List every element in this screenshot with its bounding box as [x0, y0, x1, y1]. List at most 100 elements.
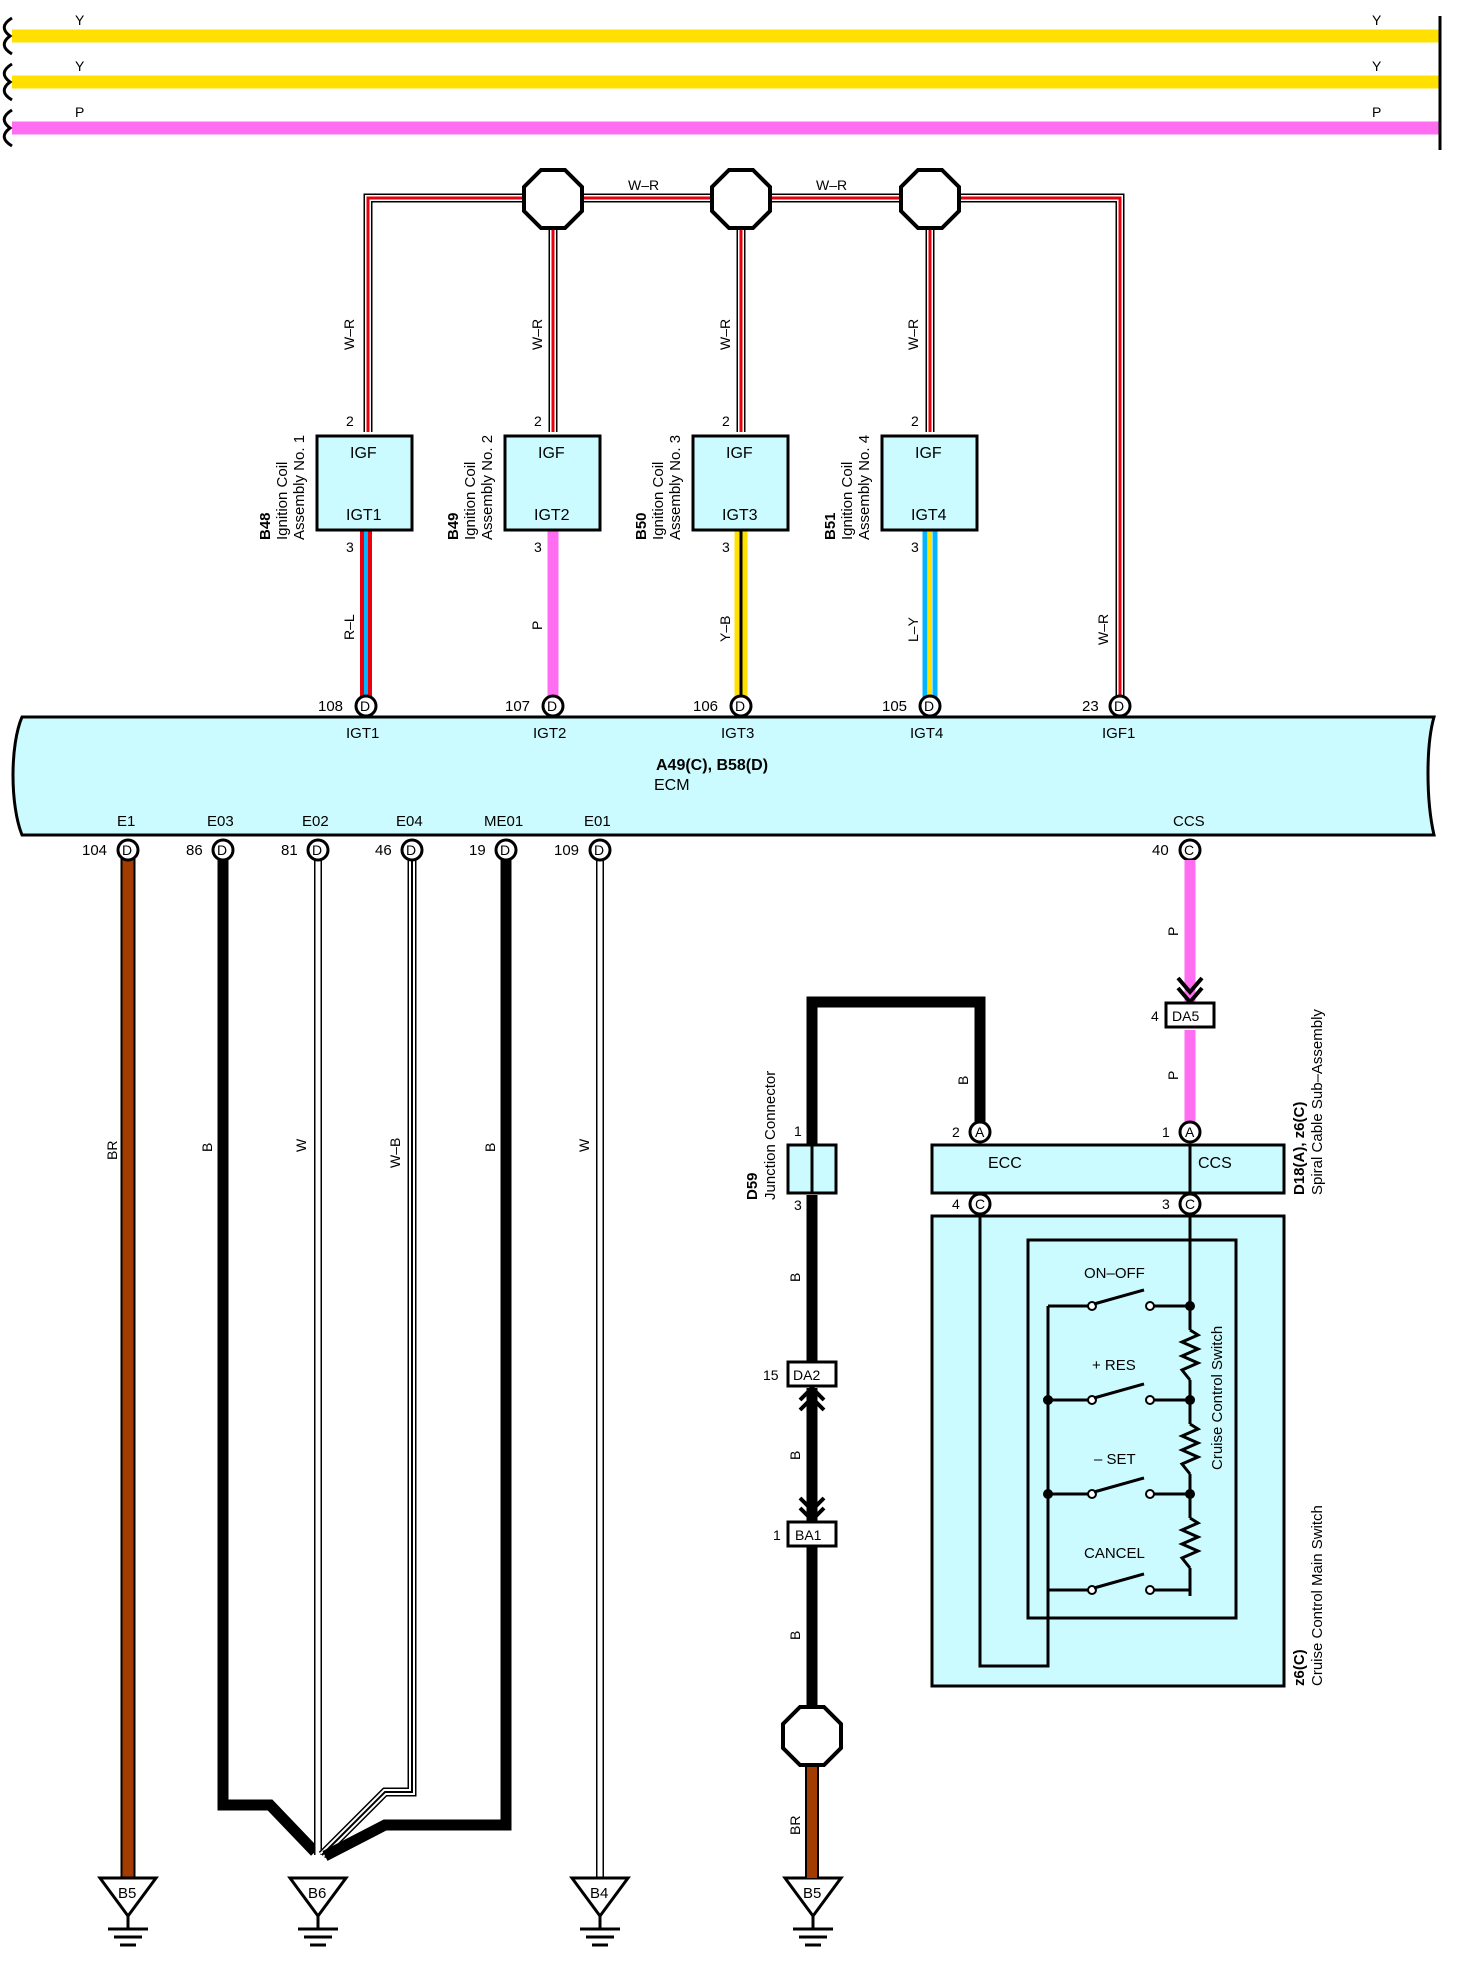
- ecm-pin-igf1: D 23 IGF1: [1082, 694, 1135, 742]
- pin-number: 2: [534, 413, 542, 429]
- ground-b5-right: B5: [782, 1876, 844, 1947]
- pin-label: IGT1: [346, 725, 379, 742]
- coil-terminal-label: IGF: [350, 445, 377, 462]
- connector-letter: C: [1184, 842, 1194, 858]
- wire-color-label: P: [529, 621, 545, 630]
- wire-color-label: W–R: [816, 177, 847, 193]
- connector-da5: [1164, 1001, 1216, 1029]
- junction-code: D59: [744, 1172, 761, 1200]
- pin-number: 4: [952, 1196, 960, 1212]
- pin-number: 1: [773, 1527, 781, 1543]
- ground-wires: BR B W W–B B W: [104, 858, 604, 1890]
- pin-label: IGT3: [721, 725, 754, 742]
- ecm-pin-igt1: D 108 IGT1: [318, 694, 379, 742]
- switch-on-off: ON–OFF: [1048, 1265, 1190, 1311]
- wire-color-label: W–B: [387, 1138, 403, 1168]
- wire-color-label: L–Y: [905, 616, 921, 642]
- pin-number: 40: [1152, 842, 1169, 859]
- connector-label: DA2: [793, 1367, 820, 1383]
- coil-terminal-label: IGT3: [722, 507, 758, 524]
- connector-label: DA5: [1172, 1008, 1199, 1024]
- pin-number: 4: [1151, 1008, 1159, 1024]
- coil-name: Ignition Coil: [462, 462, 479, 540]
- connector-letter: D: [406, 842, 416, 858]
- pin-label: E01: [584, 813, 611, 830]
- connector-letter: D: [735, 698, 745, 714]
- cruise-name: Cruise Control Main Switch: [1309, 1505, 1326, 1686]
- connector-letter: D: [122, 842, 132, 858]
- connector-letter: D: [312, 842, 322, 858]
- ground-label: B5: [803, 1885, 821, 1902]
- spiral-terminal-label: CCS: [1198, 1155, 1232, 1172]
- connector-ba1: [786, 1520, 838, 1548]
- spiral-cable: ECC CCS A 2 A 1 C 4 C 3 D18(A), z6(C) Sp…: [930, 1009, 1326, 1216]
- pin-number: 3: [1162, 1196, 1170, 1212]
- pin-number: 2: [346, 413, 354, 429]
- wire-color-label: W: [576, 1138, 592, 1152]
- pin-number: 2: [722, 413, 730, 429]
- coil-name: Ignition Coil: [274, 462, 291, 540]
- pin-number: 1: [1162, 1124, 1170, 1140]
- switch-label: – SET: [1094, 1451, 1136, 1468]
- switch-cancel: CANCEL: [1048, 1545, 1190, 1595]
- connector-letter: A: [975, 1124, 985, 1140]
- pin-number: 81: [281, 842, 298, 859]
- ground-b4: B4: [569, 1876, 631, 1947]
- ecm-name: ECM: [654, 777, 690, 794]
- coil-name: Assembly No. 1: [291, 435, 308, 540]
- connector-letter: D: [594, 842, 604, 858]
- connector-letter: D: [547, 698, 557, 714]
- coil-name: Assembly No. 4: [856, 435, 873, 540]
- pin-number: 104: [82, 842, 107, 859]
- pin-number: 3: [346, 539, 354, 555]
- ecm-pin-e02: D 81 E02: [281, 813, 330, 862]
- pin-label: E03: [207, 813, 234, 830]
- wire-color-label: W–R: [905, 319, 921, 350]
- ecm-pin-igt4: D 105 IGT4: [882, 694, 943, 742]
- igt-wires: R–L P Y–B L–Y: [341, 530, 938, 706]
- wire-color-label: P: [1165, 927, 1181, 936]
- wire-color-label: BR: [104, 1141, 120, 1160]
- pin-number: 105: [882, 698, 907, 715]
- spiral-name: Spiral Cable Sub–Assembly: [1309, 1009, 1326, 1195]
- coil-terminal-label: IGT1: [346, 507, 382, 524]
- connector-label: BA1: [795, 1527, 822, 1543]
- ecm-pin-me01: D 19 ME01: [469, 813, 523, 862]
- coil-code: B50: [633, 512, 650, 540]
- ignition-coil-2: IGF IGT2 2 3 B49 Ignition Coil Assembly …: [445, 413, 602, 555]
- wire-color-label: W–R: [341, 319, 357, 350]
- switch-label: + RES: [1092, 1357, 1136, 1374]
- pin-label: IGT2: [533, 725, 566, 742]
- switch-label: CANCEL: [1084, 1545, 1145, 1562]
- resistor-chain: [1178, 1328, 1202, 1569]
- ground-label: B4: [590, 1885, 608, 1902]
- wire-color-label: B: [955, 1076, 971, 1085]
- bus-label: P: [1372, 104, 1381, 120]
- pin-label: IGF1: [1102, 725, 1135, 742]
- switch-set: – SET: [1048, 1451, 1190, 1499]
- coil-terminal-label: IGT4: [911, 507, 947, 524]
- wire-color-label: Y–B: [717, 616, 733, 642]
- wire-color-label: B: [482, 1143, 498, 1152]
- switch-res: + RES: [1048, 1357, 1190, 1405]
- pin-number: 3: [722, 539, 730, 555]
- coil-name: Assembly No. 3: [667, 435, 684, 540]
- wire-color-label: W–R: [529, 319, 545, 350]
- coil-code: B48: [257, 512, 274, 540]
- pin-number: 106: [693, 698, 718, 715]
- coil-name: Ignition Coil: [839, 462, 856, 540]
- junction-wiring: DA2 15 BA1 1 1 3 D59 Junction Connector …: [744, 996, 986, 1878]
- pin-number: 23: [1082, 698, 1099, 715]
- pin-label: IGT4: [910, 725, 943, 742]
- wire-color-label: B: [199, 1143, 215, 1152]
- connector-letter: A: [1185, 1124, 1195, 1140]
- connector-letter: D: [1114, 698, 1124, 714]
- coil-name: Ignition Coil: [650, 462, 667, 540]
- bus-label: Y: [1372, 58, 1382, 74]
- ecm-pin-e1: D 104 E1: [82, 813, 140, 862]
- cruise-control-main-switch: ON–OFF + RES – SET CANCEL: [930, 1214, 1326, 1688]
- ground-b5-left: B5: [97, 1876, 159, 1947]
- pin-label: ME01: [484, 813, 523, 830]
- ecm-pin-igt2: D 107 IGT2: [505, 694, 566, 742]
